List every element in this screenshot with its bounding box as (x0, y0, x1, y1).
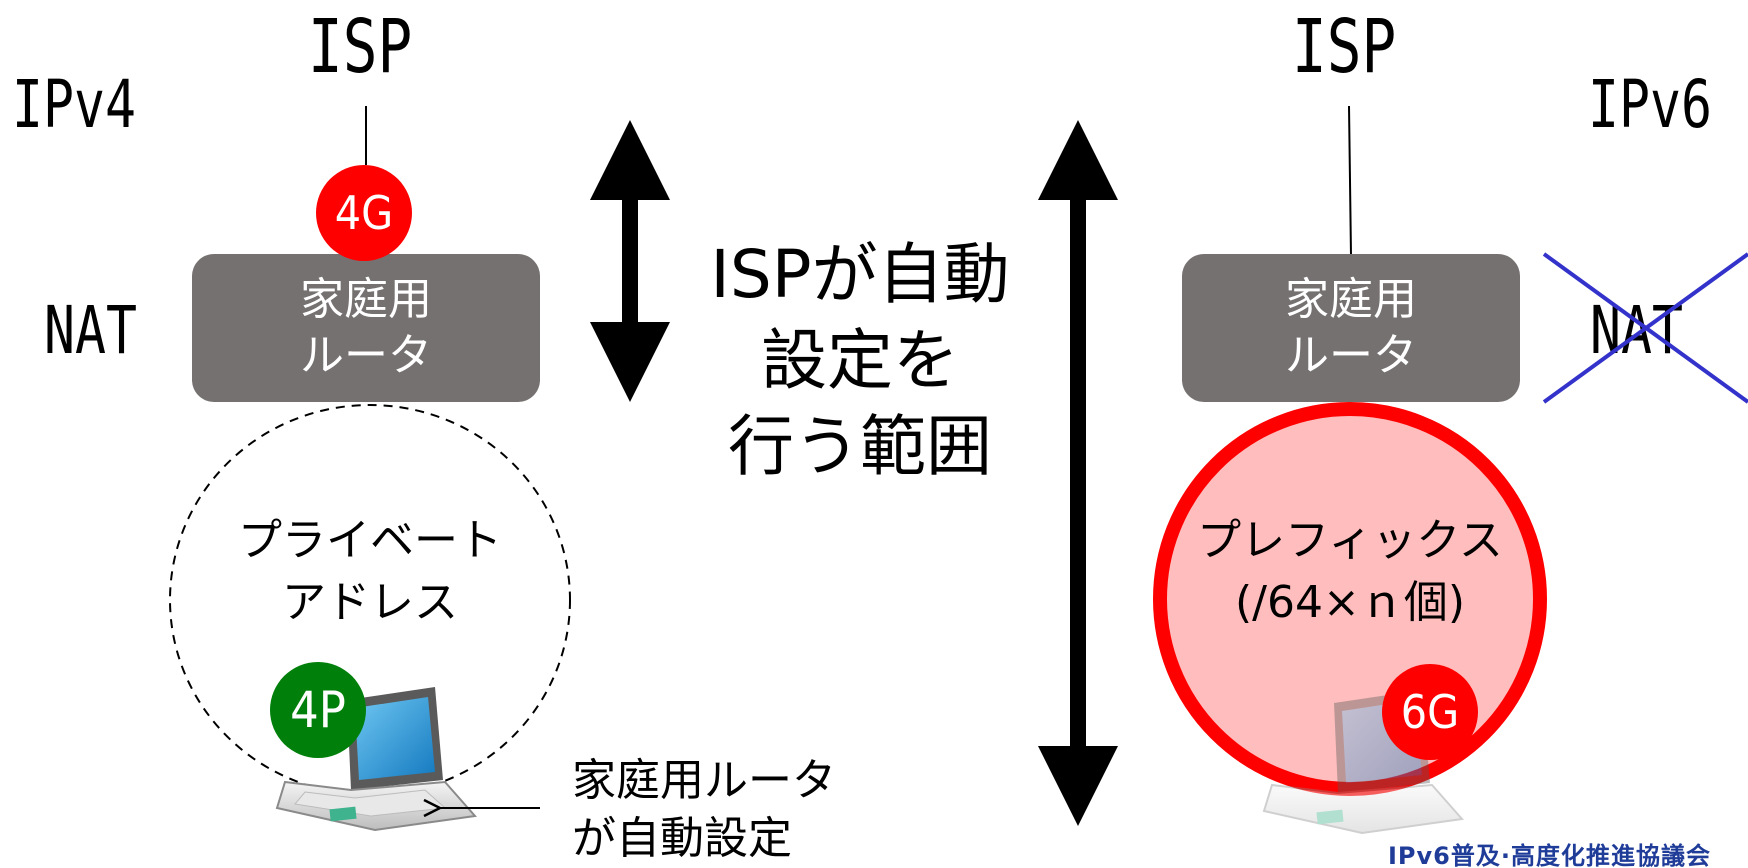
ipv4-router-line2: ルータ (300, 330, 432, 381)
ipv4-private-badge: 4P (270, 662, 366, 758)
ipv4-isp-label: ISP (308, 4, 413, 90)
ipv6-prefix-line1: プレフィックス (1197, 515, 1503, 566)
ipv4-global-badge: 4G (316, 165, 412, 261)
ipv6-prefix-line2: (/64×ｎ個) (1234, 577, 1465, 628)
ipv4-scope-arrow (590, 120, 670, 402)
ipv4-nat-label: NAT (44, 292, 137, 369)
center-line1: ISPが自動 (710, 236, 1010, 313)
ipv6-router-line2: ルータ (1285, 330, 1417, 381)
ipv6-global-badge: 6G (1382, 664, 1478, 760)
ipv4-auto-config-note: 家庭用ルータ が自動設定 (572, 752, 836, 868)
ipv4-label: IPv4 (12, 66, 136, 143)
ipv4-laptop-icon (275, 687, 477, 832)
nat-cross-mark (1542, 252, 1748, 404)
center-line3: 行う範囲 (728, 408, 992, 485)
ipv6-laptop-icon (1262, 690, 1464, 835)
note-line1: 家庭用ルータ (572, 755, 836, 806)
ipv6-prefix-text: プレフィックス (/64×ｎ個) (1160, 510, 1540, 634)
ipv6-nat-crossed-label: NAT (1590, 292, 1683, 369)
ipv4-router-line1: 家庭用 (300, 274, 432, 325)
organization-footer: IPv6普及·高度化推進協議会 (1388, 842, 1711, 868)
isp-auto-config-scope-text: ISPが自動 設定を 行う範囲 (690, 232, 1030, 490)
ipv6-router-line1: 家庭用 (1285, 274, 1417, 325)
ipv6-isp-line (1348, 105, 1352, 257)
ipv6-home-router: 家庭用 ルータ (1182, 254, 1520, 402)
note-line2: が自動設定 (572, 813, 792, 864)
ipv4-private-line2: アドレス (282, 577, 458, 628)
ipv6-label: IPv6 (1588, 66, 1712, 143)
ipv6-isp-label: ISP (1292, 4, 1397, 90)
ipv4-home-router: 家庭用 ルータ (192, 254, 540, 402)
center-line2: 設定を (761, 322, 959, 399)
ipv4-private-address-text: プライベート アドレス (200, 510, 540, 634)
ipv6-scope-arrow (1038, 120, 1118, 826)
ipv4-private-line1: プライベート (238, 515, 502, 566)
